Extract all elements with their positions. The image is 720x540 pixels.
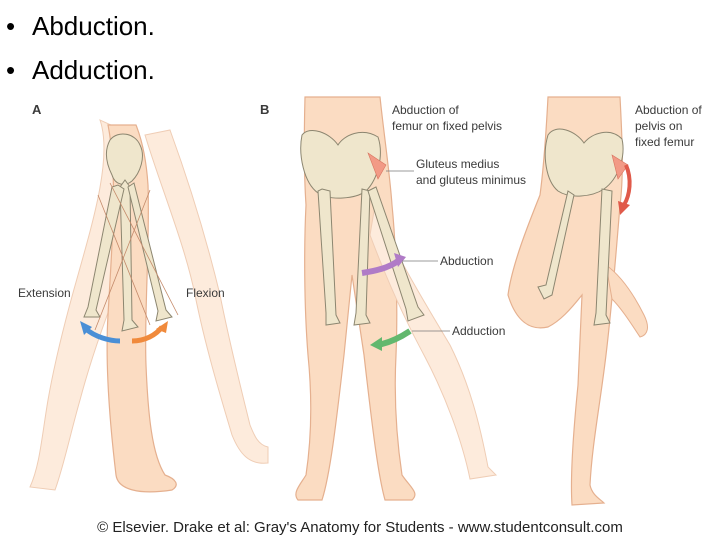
gluteus-muscle xyxy=(367,152,387,180)
anatomy-figure: A Extension Flexion B Abduction of femur… xyxy=(18,96,702,506)
panel-a-letter: A xyxy=(32,102,42,117)
raised-leg xyxy=(605,263,648,338)
bullet-list: • Abduction. • Adduction. xyxy=(6,4,155,92)
body-outline xyxy=(507,96,623,506)
leader-lines xyxy=(386,170,450,332)
abduction-arrow xyxy=(361,258,400,276)
label-abduction: Abduction xyxy=(440,254,493,268)
bullet-text: Abduction. xyxy=(32,11,155,41)
femur-left xyxy=(317,188,341,326)
panel-a-illustration xyxy=(29,119,269,493)
pelvis-arrowhead xyxy=(618,201,630,215)
label-abduction-pelvis-line1: Abduction of xyxy=(635,103,702,117)
femur-raised xyxy=(537,190,575,300)
bullet-item-adduction: • Adduction. xyxy=(6,48,155,92)
label-abduction-femur-line1: Abduction of xyxy=(392,103,459,117)
extension-arrow xyxy=(84,327,121,344)
panel-b-letter: B xyxy=(260,102,269,117)
flexion-arrowhead xyxy=(156,321,168,333)
label-abduction-pelvis-line2: pelvis on xyxy=(635,119,682,133)
label-extension: Extension xyxy=(18,286,71,300)
bullet-marker: • xyxy=(6,55,16,85)
pelvis-bone xyxy=(105,133,143,185)
bullet-text: Adduction. xyxy=(32,55,155,85)
muscle-line xyxy=(94,182,179,331)
bullet-item-abduction: • Abduction. xyxy=(6,4,155,48)
panel-b-standing-figure xyxy=(295,96,498,501)
label-abduction-pelvis-line3: fixed femur xyxy=(635,135,694,149)
abduction-arrowhead xyxy=(394,253,406,267)
figure-caption: © Elsevier. Drake et al: Gray's Anatomy … xyxy=(97,519,623,536)
femur-standing xyxy=(119,179,139,332)
label-gluteus-line1: Gluteus medius xyxy=(416,157,499,171)
panel-b-tilted-figure xyxy=(507,96,648,506)
extension-arrowhead xyxy=(80,321,92,335)
pelvis-arrow xyxy=(622,164,632,207)
label-gluteus-line2: and gluteus minimus xyxy=(416,173,526,187)
label-adduction: Adduction xyxy=(452,324,505,338)
bullet-marker: • xyxy=(6,11,16,41)
femur-extended xyxy=(83,184,125,318)
gluteus-muscle xyxy=(611,154,629,180)
adduction-arrowhead xyxy=(370,337,382,351)
label-flexion: Flexion xyxy=(186,286,225,300)
femur-standing xyxy=(593,188,613,326)
label-abduction-femur-line2: femur on fixed pelvis xyxy=(392,119,502,133)
leg-flexed xyxy=(144,129,269,464)
